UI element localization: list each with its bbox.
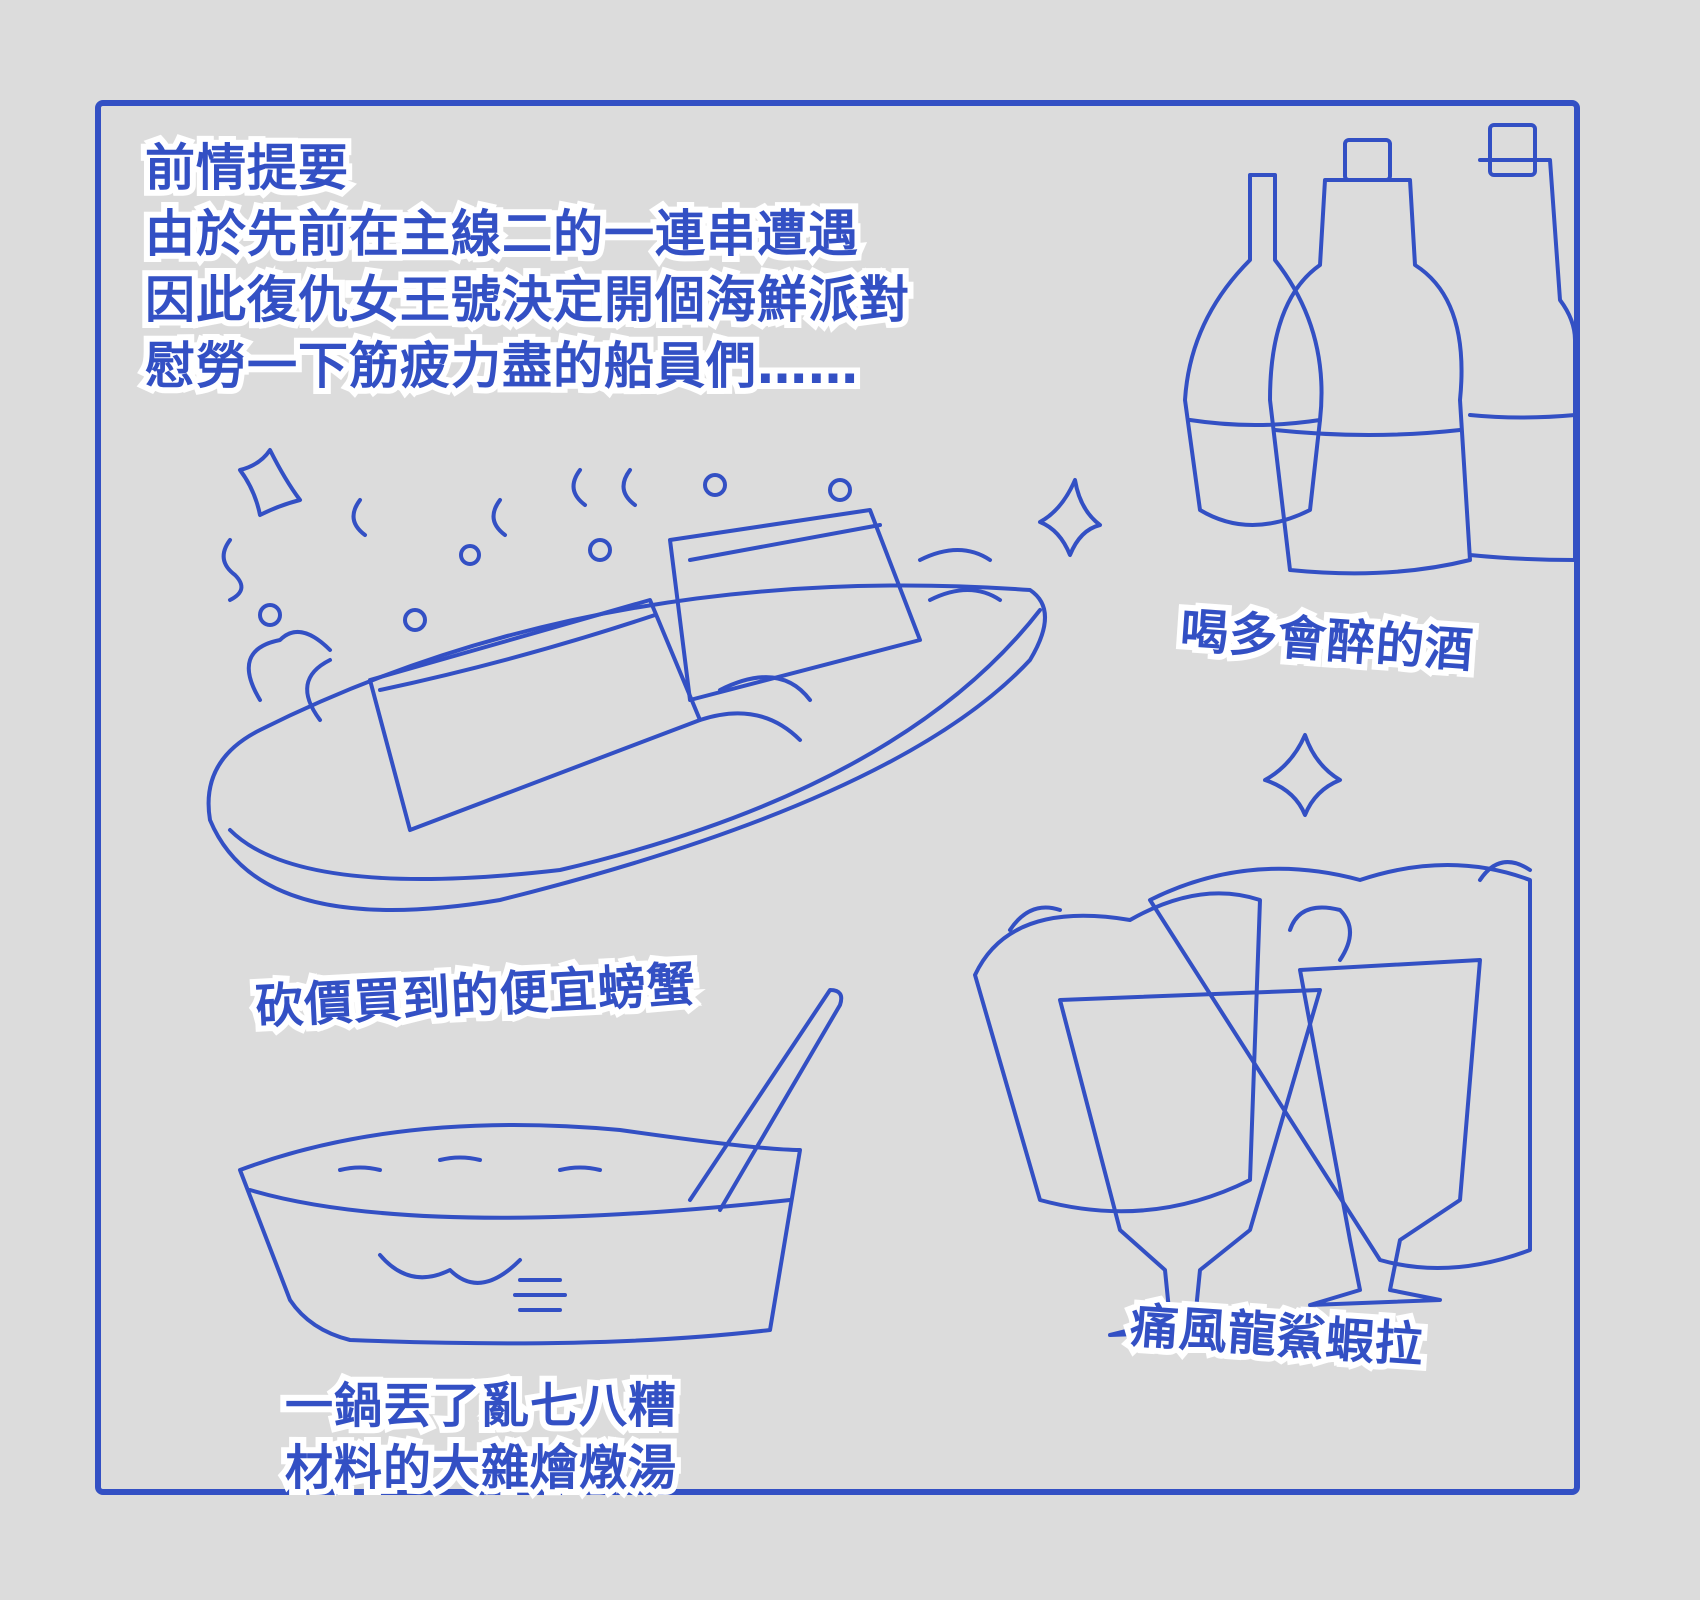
caption-stew-line1: 一鍋丟了亂七八糟 <box>279 1372 682 1440</box>
sparkle-icon <box>1038 478 1102 557</box>
intro-line: 因此復仇女王號決定開個海鮮派對 <box>139 265 915 335</box>
sparkle-icon <box>238 448 302 517</box>
wine-bottles-drawing <box>1183 123 1577 576</box>
caption-stew: 一鍋丟了亂七八糟 材料的大雜燴燉湯 <box>279 1372 682 1502</box>
intro-line: 前情提要 <box>139 133 354 203</box>
intro-text: 前情提要 由於先前在主線二的一連串遭遇 因此復仇女王號決定開個海鮮派對 慰勞一下… <box>139 133 915 401</box>
intro-line: 慰勞一下筋疲力盡的船員們…… <box>139 331 864 401</box>
stew-pot-drawing <box>238 988 844 1346</box>
intro-line: 由於先前在主線二的一連串遭遇 <box>139 199 864 269</box>
panel-frame <box>95 100 1580 1495</box>
salad-glasses-drawing <box>973 860 1532 1337</box>
sparkle-icon <box>1263 733 1342 817</box>
caption-stew-line2: 材料的大雜燴燉湯 <box>279 1434 682 1502</box>
crab-plate-drawing <box>206 468 1047 912</box>
